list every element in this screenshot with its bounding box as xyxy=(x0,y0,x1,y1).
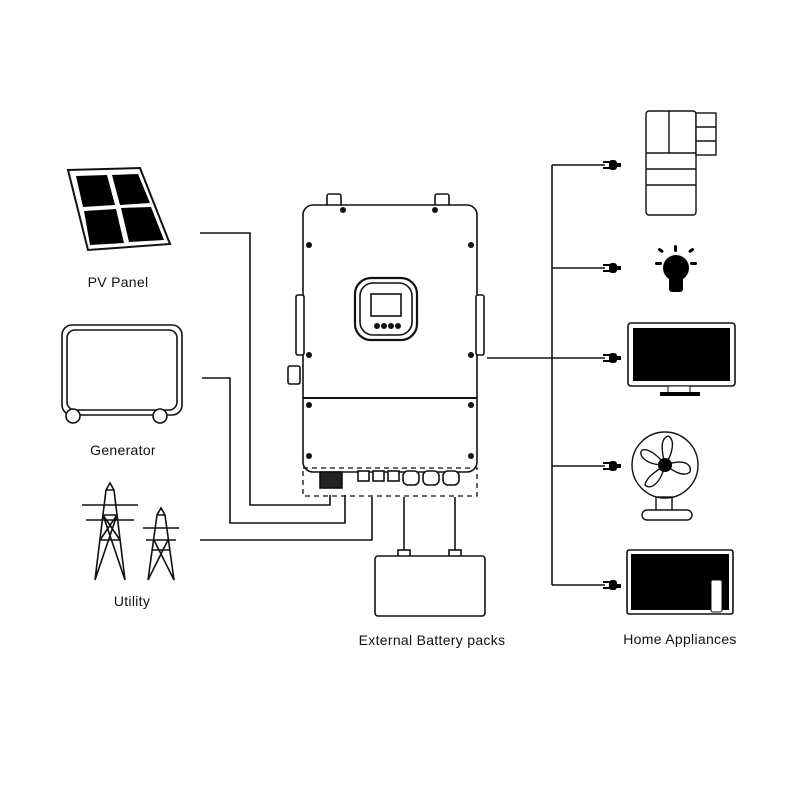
monitor-icon xyxy=(626,549,734,615)
pv-panel-label: PV Panel xyxy=(87,274,149,290)
inverter-details xyxy=(306,207,474,459)
plug-icons xyxy=(603,160,621,590)
plug-icon xyxy=(603,263,621,273)
home-appliances-label: Home Appliances xyxy=(623,631,737,647)
utility-wire xyxy=(200,497,373,541)
television-icon xyxy=(627,322,736,396)
plug-icon xyxy=(603,353,621,363)
solar-panel-icon xyxy=(66,166,172,252)
generator-icon xyxy=(61,324,183,424)
inverter-icon xyxy=(287,193,485,497)
plug-icon xyxy=(603,160,621,170)
utility-tower-icon xyxy=(82,481,179,581)
battery-label: External Battery packs xyxy=(358,632,506,648)
generator-wire xyxy=(202,377,346,524)
remote-control-icon xyxy=(710,579,723,613)
fan-icon xyxy=(631,431,699,521)
generator-label: Generator xyxy=(90,442,156,458)
plug-icon xyxy=(603,580,621,590)
plug-icon xyxy=(603,461,621,471)
utility-label: Utility xyxy=(113,593,151,609)
battery-icon xyxy=(374,549,486,617)
light-bulb-icon xyxy=(655,245,697,292)
pv-wire xyxy=(200,232,331,506)
inverter-button xyxy=(374,323,380,329)
refrigerator-icon xyxy=(645,110,717,216)
